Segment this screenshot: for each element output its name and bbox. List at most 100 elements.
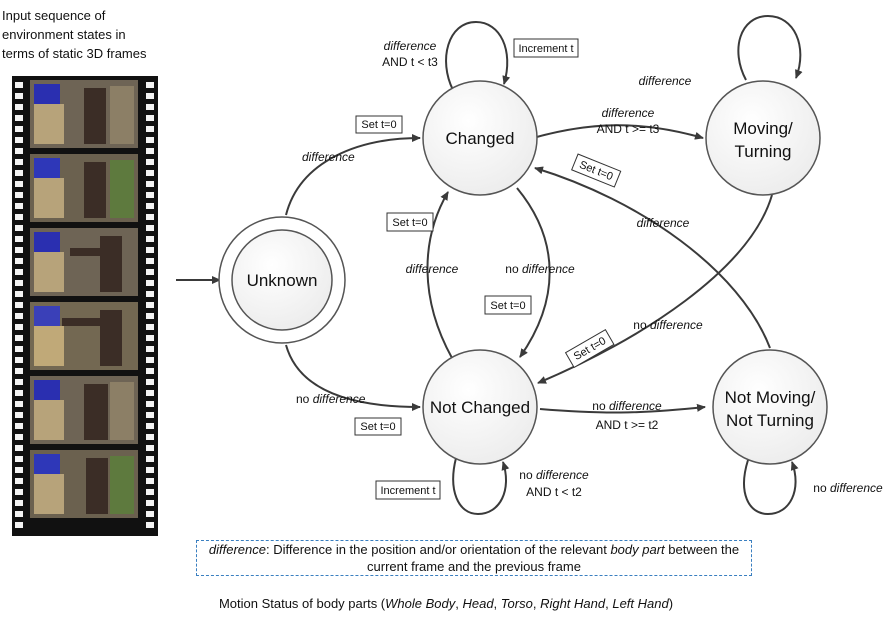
sprocket-hole xyxy=(15,269,23,275)
sprocket-hole xyxy=(146,379,154,385)
sprocket-hole xyxy=(146,291,154,297)
label-loop-changed-2: AND t < t3 xyxy=(382,55,438,69)
film-frame xyxy=(30,376,138,444)
figure-caption: Motion Status of body parts (Whole Body,… xyxy=(218,596,674,611)
film-frame xyxy=(30,80,138,148)
sprocket-hole xyxy=(146,522,154,528)
sprocket-hole xyxy=(146,324,154,330)
sprocket-hole xyxy=(146,489,154,495)
state-moving-label-2: Turning xyxy=(734,142,791,161)
sprocket-hole xyxy=(146,467,154,473)
sprocket-hole xyxy=(15,181,23,187)
loop-changed xyxy=(445,20,511,91)
sprocket-hole xyxy=(15,423,23,429)
caption-part-right-hand: Right Hand xyxy=(540,596,606,611)
sprocket-hole xyxy=(15,203,23,209)
sprocket-hole xyxy=(15,379,23,385)
sprocket-hole xyxy=(146,313,154,319)
state-not-moving-label-2: Not Turning xyxy=(726,411,814,430)
sprocket-hole xyxy=(15,225,23,231)
svg-text:Set t=0: Set t=0 xyxy=(360,421,395,433)
sprocket-hole xyxy=(15,170,23,176)
loop-notmoving xyxy=(743,459,799,516)
sprocket-hole xyxy=(146,423,154,429)
sprocket-hole xyxy=(146,269,154,275)
sprocket-hole xyxy=(15,126,23,132)
label-notmoving-changed: difference xyxy=(637,216,690,230)
caption-part-whole-body: Whole Body xyxy=(385,596,456,611)
sprocket-hole xyxy=(146,368,154,374)
film-frame xyxy=(30,154,138,222)
label-unknown-notchanged: no difference xyxy=(296,392,366,406)
edge-notmoving-changed xyxy=(534,166,771,349)
film-caption: Input sequence of environment states in … xyxy=(2,6,212,63)
action-box-set-t0: Set t=0 xyxy=(564,329,615,369)
label-loop-changed-1: difference xyxy=(384,39,437,53)
legend-term-2: body part xyxy=(610,542,665,557)
caption-part-left-hand: Left Hand xyxy=(612,596,669,611)
svg-text:Set t=0: Set t=0 xyxy=(490,300,525,312)
sprocket-hole xyxy=(146,258,154,264)
sprocket-hole xyxy=(146,203,154,209)
caption-part-torso: Torso xyxy=(500,596,533,611)
edge-unknown-changed xyxy=(285,134,421,216)
sprocket-hole xyxy=(146,82,154,88)
label-loop-notmoving: no difference xyxy=(813,481,883,495)
sprocket-hole xyxy=(146,401,154,407)
sprocket-hole xyxy=(146,412,154,418)
state-not-moving-turning: Not Moving/ Not Turning xyxy=(712,349,828,465)
sprocket-hole xyxy=(146,126,154,132)
sprocket-hole xyxy=(15,192,23,198)
sprocket-hole xyxy=(146,137,154,143)
action-box-increment-t: Increment t xyxy=(375,480,441,500)
sprocket-hole xyxy=(146,335,154,341)
legend-box: difference: Difference in the position a… xyxy=(196,540,752,576)
label-changed-moving-2: AND t >= t3 xyxy=(597,122,660,136)
svg-text:Set t=0: Set t=0 xyxy=(392,217,427,229)
sprocket-hole xyxy=(146,456,154,462)
sprocket-hole xyxy=(146,434,154,440)
film-strip xyxy=(12,76,158,536)
sprocket-hole xyxy=(146,148,154,154)
sprocket-hole xyxy=(146,236,154,242)
sprocket-hole xyxy=(146,390,154,396)
action-box-set-t0: Set t=0 xyxy=(386,212,434,232)
action-box-set-t0: Set t=0 xyxy=(571,153,622,188)
label-moving-notchanged: no difference xyxy=(633,318,703,332)
sprocket-hole xyxy=(15,434,23,440)
sprocket-hole xyxy=(15,346,23,352)
sprocket-hole xyxy=(15,302,23,308)
sprocket-hole xyxy=(15,236,23,242)
state-not-changed: Not Changed xyxy=(422,349,538,465)
state-changed-label: Changed xyxy=(445,129,514,148)
sprocket-hole xyxy=(15,137,23,143)
sprocket-hole xyxy=(146,445,154,451)
sprocket-hole xyxy=(15,214,23,220)
sprocket-hole xyxy=(15,467,23,473)
legend-term: difference xyxy=(208,542,266,557)
film-sprockets xyxy=(15,82,154,528)
sprocket-hole xyxy=(15,335,23,341)
sprocket-hole xyxy=(15,258,23,264)
sprocket-hole xyxy=(146,225,154,231)
sprocket-hole xyxy=(146,104,154,110)
sprocket-hole xyxy=(15,511,23,517)
svg-text:Increment t: Increment t xyxy=(380,485,435,497)
state-moving-turning: Moving/ Turning xyxy=(705,80,821,196)
film-caption-line2: environment states in xyxy=(2,27,126,42)
film-caption-line3: terms of static 3D frames xyxy=(2,46,147,61)
state-changed: Changed xyxy=(422,80,538,196)
sprocket-hole xyxy=(15,104,23,110)
action-box-increment-t: Increment t xyxy=(513,38,579,58)
sprocket-hole xyxy=(146,115,154,121)
sprocket-hole xyxy=(146,181,154,187)
edge-changed-notchanged xyxy=(516,187,551,358)
sprocket-hole xyxy=(146,302,154,308)
label-loop-notchanged-2: AND t < t2 xyxy=(526,485,582,499)
svg-text:Increment t: Increment t xyxy=(518,43,573,55)
sprocket-hole xyxy=(15,93,23,99)
caption-part-head: Head xyxy=(462,596,494,611)
sprocket-hole xyxy=(15,390,23,396)
sprocket-hole xyxy=(15,500,23,506)
sprocket-hole xyxy=(146,247,154,253)
